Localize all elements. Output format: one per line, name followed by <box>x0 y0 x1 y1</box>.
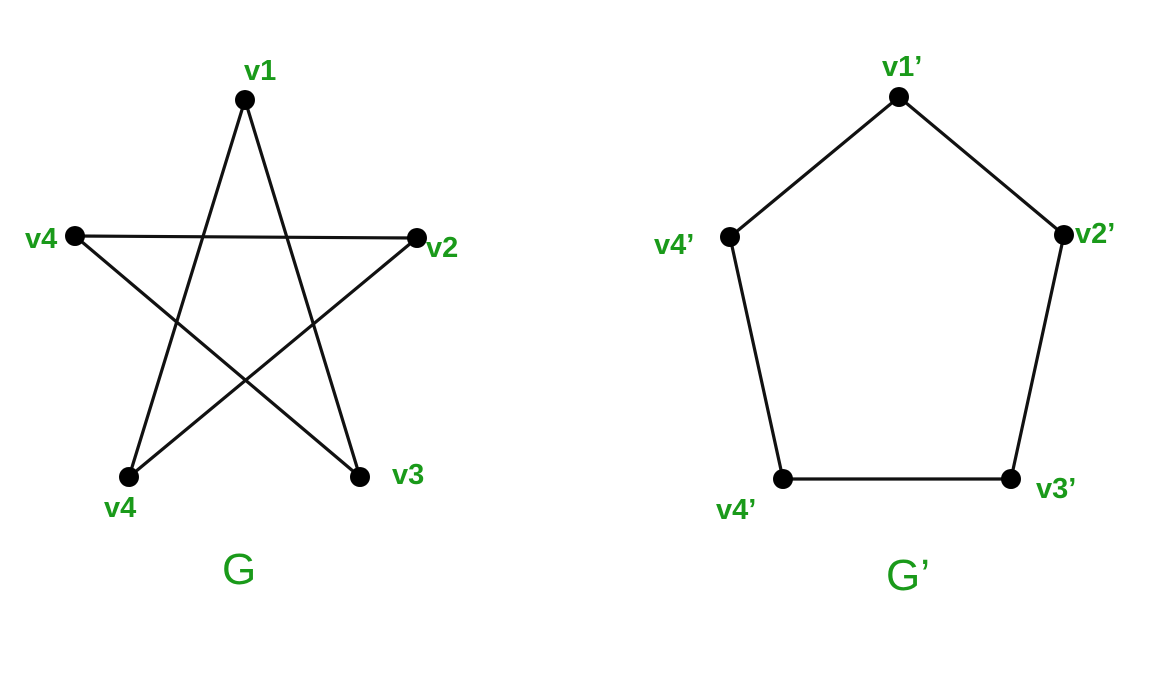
label-gp-v2: v2’ <box>1075 218 1115 250</box>
graph-g: v1 v2 v3 v4 v4 G <box>25 55 458 594</box>
graph-g-title: G <box>222 545 256 594</box>
label-g-v3: v3 <box>392 459 424 491</box>
edge-g-v4-bottom-v1 <box>127 98 247 479</box>
edge-gp-v2-v3 <box>1009 233 1066 481</box>
label-g-v4-left: v4 <box>25 223 57 255</box>
label-gp-v4-left: v4’ <box>654 229 694 261</box>
label-gp-v1: v1’ <box>882 51 922 83</box>
node-gp-v2 <box>1054 225 1074 245</box>
node-g-v1 <box>235 90 255 110</box>
edge-gp-v4-bottom-v4-left <box>728 235 785 481</box>
edge-gp-v4-left-v1 <box>728 95 901 239</box>
node-gp-v1 <box>889 87 909 107</box>
edge-gp-v1-v2 <box>897 95 1066 237</box>
edge-g-v1-v3 <box>243 98 362 479</box>
label-g-v2: v2 <box>426 232 458 264</box>
label-g-v1: v1 <box>244 55 276 87</box>
node-gp-v4-left <box>720 227 740 247</box>
edge-g-v3-v4-left <box>73 234 362 479</box>
graph-g-prime: v1’ v2’ v3’ v4’ v4’ G’ <box>654 51 1115 600</box>
node-g-v4-bottom <box>119 467 139 487</box>
label-g-v4-bottom: v4 <box>104 492 136 524</box>
node-gp-v3 <box>1001 469 1021 489</box>
graph-g-labels: v1 v2 v3 v4 v4 <box>25 55 458 524</box>
edge-g-v4-left-v2 <box>73 234 419 240</box>
graph-g-nodes <box>65 90 427 487</box>
edge-g-v2-v4-bottom <box>127 236 419 479</box>
graph-g-edges <box>73 98 419 479</box>
node-g-v4-left <box>65 226 85 246</box>
graph-g-prime-nodes <box>720 87 1074 489</box>
graph-g-prime-edges <box>728 95 1066 481</box>
graph-g-prime-labels: v1’ v2’ v3’ v4’ v4’ <box>654 51 1115 526</box>
graph-g-prime-title: G’ <box>886 551 930 600</box>
node-g-v2 <box>407 228 427 248</box>
label-gp-v4-bottom: v4’ <box>716 494 756 526</box>
label-gp-v3: v3’ <box>1036 473 1076 505</box>
node-gp-v4-bottom <box>773 469 793 489</box>
node-g-v3 <box>350 467 370 487</box>
